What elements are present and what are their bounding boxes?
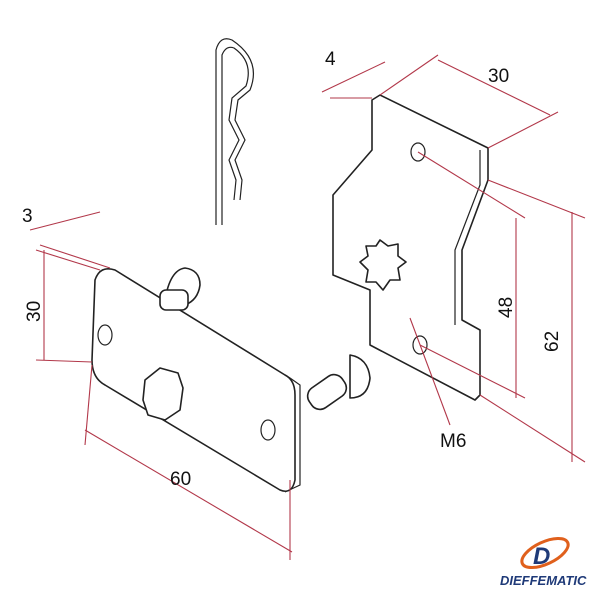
dim-bracket-width: 30 (488, 66, 509, 87)
dieffematic-logo: D DIEFFEMATIC (500, 536, 587, 588)
z-bracket (332, 94, 489, 401)
dim-plate-thickness: 3 (22, 206, 33, 227)
dim-hole-spacing: 48 (496, 297, 517, 318)
dim-bracket-thickness: 4 (325, 49, 336, 70)
dimension-lines (29, 54, 586, 560)
logo-text: DIEFFEMATIC (500, 573, 587, 588)
logo-d-icon: D (533, 543, 550, 570)
cotter-pin (215, 38, 254, 225)
thread-label: M6 (440, 431, 466, 452)
dim-plate-height: 30 (24, 301, 45, 322)
dim-plate-length: 60 (170, 469, 191, 490)
dim-bracket-height: 62 (542, 331, 563, 352)
flat-plate (91, 267, 371, 493)
